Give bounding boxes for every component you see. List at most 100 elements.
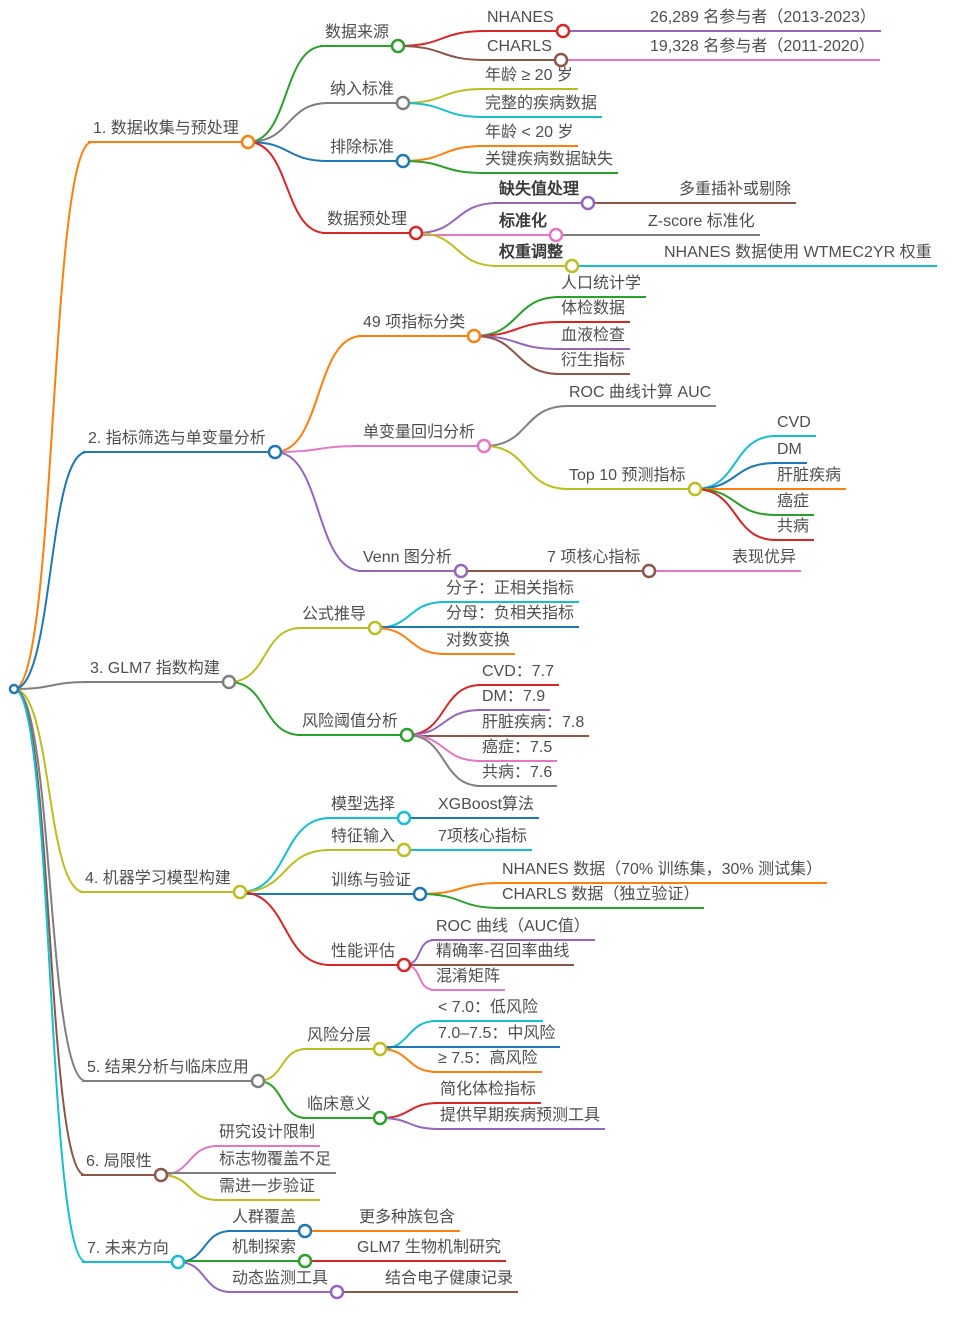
- mindmap-node-5-2-1[interactable]: 简化体检指标: [435, 1080, 542, 1104]
- mindmap-node-5-1[interactable]: 风险分层: [302, 1026, 377, 1050]
- mindmap-node-1-2[interactable]: 纳入标准: [325, 80, 400, 104]
- collapse-toggle-dot-7-3[interactable]: [329, 1284, 345, 1300]
- collapse-toggle-dot-1-4-2[interactable]: [548, 227, 564, 243]
- mindmap-node-6-2[interactable]: 标志物覆盖不足: [214, 1150, 337, 1174]
- mindmap-node-1-1[interactable]: 数据来源: [320, 23, 395, 47]
- mindmap-node-7-2-1[interactable]: GLM7 生物机制研究: [352, 1238, 507, 1262]
- mindmap-node-7-2[interactable]: 机制探索: [227, 1238, 302, 1262]
- collapse-toggle-dot-4-2[interactable]: [396, 842, 412, 858]
- collapse-toggle-dot-3[interactable]: [221, 674, 237, 690]
- collapse-toggle-dot-7[interactable]: [170, 1254, 186, 1270]
- collapse-toggle-dot-root[interactable]: [8, 683, 20, 695]
- mindmap-node-2-2-2-1[interactable]: CVD: [772, 413, 816, 437]
- collapse-toggle-dot-4[interactable]: [232, 884, 248, 900]
- mindmap-node-2-2-2-2[interactable]: DM: [772, 440, 807, 464]
- collapse-toggle-dot-4-1[interactable]: [396, 810, 412, 826]
- mindmap-node-3-1[interactable]: 公式推导: [297, 605, 372, 629]
- mindmap-node-1-1-2[interactable]: CHARLS: [482, 37, 557, 61]
- collapse-toggle-dot-1[interactable]: [240, 134, 256, 150]
- mindmap-node-2-3-1-1[interactable]: 表现优异: [727, 548, 802, 572]
- mindmap-node-2-2-2-3[interactable]: 肝脏疾病: [772, 466, 847, 490]
- mindmap-node-2-1[interactable]: 49 项指标分类: [358, 313, 471, 337]
- mindmap-node-2-2[interactable]: 单变量回归分析: [358, 423, 481, 447]
- mindmap-node-7-1[interactable]: 人群覆盖: [227, 1208, 302, 1232]
- collapse-toggle-dot-1-4[interactable]: [408, 225, 424, 241]
- collapse-toggle-dot-3-1[interactable]: [367, 620, 383, 636]
- mindmap-node-7-3[interactable]: 动态监测工具: [227, 1269, 334, 1293]
- mindmap-node-4-4[interactable]: 性能评估: [326, 942, 401, 966]
- collapse-toggle-dot-1-4-3[interactable]: [564, 258, 580, 274]
- mindmap-node-1-3-1[interactable]: 年龄 < 20 岁: [480, 123, 579, 147]
- mindmap-node-3-2-1[interactable]: CVD：7.7: [477, 662, 560, 686]
- collapse-toggle-dot-1-1-1[interactable]: [555, 23, 571, 39]
- mindmap-node-2-1-3[interactable]: 血液检查: [556, 326, 631, 350]
- mindmap-node-5-1-3[interactable]: ≥ 7.5：高风险: [433, 1049, 543, 1073]
- mindmap-node-2[interactable]: 2. 指标筛选与单变量分析: [83, 429, 271, 453]
- mindmap-node-6-1[interactable]: 研究设计限制: [214, 1123, 321, 1147]
- collapse-toggle-dot-7-2[interactable]: [297, 1253, 313, 1269]
- mindmap-node-1-1-1-1[interactable]: 26,289 名参与者（2013-2023）: [645, 8, 881, 32]
- mindmap-node-3-1-3[interactable]: 对数变换: [441, 631, 516, 655]
- mindmap-node-6[interactable]: 6. 局限性: [81, 1152, 157, 1176]
- mindmap-node-2-3[interactable]: Venn 图分析: [358, 548, 457, 572]
- collapse-toggle-dot-2-2[interactable]: [476, 438, 492, 454]
- mindmap-node-1-4[interactable]: 数据预处理: [322, 210, 413, 234]
- mindmap-node-6-3[interactable]: 需进一步验证: [214, 1177, 321, 1201]
- collapse-toggle-dot-6[interactable]: [153, 1167, 169, 1183]
- mindmap-node-2-3-1[interactable]: 7 项核心指标: [542, 548, 646, 572]
- mindmap-node-4-1-1[interactable]: XGBoost算法: [433, 795, 540, 819]
- mindmap-node-1-3[interactable]: 排除标准: [325, 138, 400, 162]
- mindmap-node-2-2-2-4[interactable]: 癌症: [772, 492, 815, 516]
- mindmap-node-4-3-2[interactable]: CHARLS 数据（独立验证）: [497, 885, 705, 909]
- collapse-toggle-dot-4-4[interactable]: [396, 957, 412, 973]
- mindmap-node-1-4-2-1[interactable]: Z-score 标准化: [643, 212, 760, 236]
- mindmap-node-1-4-3[interactable]: 权重调整: [494, 243, 569, 267]
- mindmap-node-5-1-2[interactable]: 7.0–7.5：中风险: [433, 1024, 561, 1048]
- mindmap-node-2-1-2[interactable]: 体检数据: [556, 299, 631, 323]
- collapse-toggle-dot-2-3[interactable]: [453, 563, 469, 579]
- mindmap-node-1[interactable]: 1. 数据收集与预处理: [88, 119, 244, 143]
- mindmap-node-2-1-1[interactable]: 人口统计学: [556, 274, 647, 298]
- collapse-toggle-dot-3-2[interactable]: [399, 727, 415, 743]
- collapse-toggle-dot-2[interactable]: [267, 444, 283, 460]
- mindmap-node-7-1-1[interactable]: 更多种族包含: [354, 1208, 461, 1232]
- mindmap-node-4-2-1[interactable]: 7项核心指标: [433, 827, 532, 851]
- mindmap-node-1-4-1[interactable]: 缺失值处理: [494, 180, 585, 204]
- collapse-toggle-dot-1-4-1[interactable]: [580, 195, 596, 211]
- mindmap-node-3-1-1[interactable]: 分子：正相关指标: [441, 579, 580, 603]
- collapse-toggle-dot-1-1-2[interactable]: [553, 52, 569, 68]
- mindmap-node-1-4-3-1[interactable]: NHANES 数据使用 WTMEC2YR 权重: [659, 243, 937, 267]
- mindmap-node-3-2-2[interactable]: DM：7.9: [477, 687, 551, 711]
- collapse-toggle-dot-2-2-2[interactable]: [687, 481, 703, 497]
- collapse-toggle-dot-4-3[interactable]: [412, 886, 428, 902]
- mindmap-node-3-2[interactable]: 风险阈值分析: [297, 712, 404, 736]
- mindmap-node-3-2-4[interactable]: 癌症：7.5: [477, 738, 558, 762]
- mindmap-node-7-3-1[interactable]: 结合电子健康记录: [380, 1269, 519, 1293]
- mindmap-node-4-2[interactable]: 特征输入: [326, 827, 401, 851]
- mindmap-node-1-4-2[interactable]: 标准化: [494, 212, 553, 236]
- mindmap-node-2-1-4[interactable]: 衍生指标: [556, 351, 631, 375]
- mindmap-node-1-2-2[interactable]: 完整的疾病数据: [480, 94, 603, 118]
- mindmap-node-1-4-1-1[interactable]: 多重插补或剔除: [674, 180, 797, 204]
- mindmap-node-3-2-5[interactable]: 共病：7.6: [477, 763, 558, 787]
- mindmap-node-4-4-3[interactable]: 混淆矩阵: [431, 967, 506, 991]
- mindmap-node-2-2-1[interactable]: ROC 曲线计算 AUC: [564, 383, 717, 407]
- collapse-toggle-dot-2-1[interactable]: [466, 328, 482, 344]
- mindmap-node-1-1-2-1[interactable]: 19,328 名参与者（2011-2020）: [645, 37, 880, 61]
- collapse-toggle-dot-1-2[interactable]: [395, 95, 411, 111]
- collapse-toggle-dot-5[interactable]: [250, 1073, 266, 1089]
- mindmap-node-4-4-1[interactable]: ROC 曲线（AUC值）: [431, 917, 595, 941]
- collapse-toggle-dot-5-2[interactable]: [372, 1110, 388, 1126]
- collapse-toggle-dot-7-1[interactable]: [297, 1223, 313, 1239]
- mindmap-node-1-1-1[interactable]: NHANES: [482, 8, 559, 32]
- mindmap-node-4-3-1[interactable]: NHANES 数据（70% 训练集，30% 测试集）: [497, 860, 828, 884]
- mindmap-node-4-4-2[interactable]: 精确率-召回率曲线: [431, 942, 575, 966]
- mindmap-node-3[interactable]: 3. GLM7 指数构建: [85, 659, 225, 683]
- mindmap-node-5-1-1[interactable]: < 7.0：低风险: [433, 998, 544, 1022]
- mindmap-node-1-3-2[interactable]: 关键疾病数据缺失: [480, 150, 619, 174]
- mindmap-node-5[interactable]: 5. 结果分析与临床应用: [82, 1058, 254, 1082]
- mindmap-node-3-1-2[interactable]: 分母：负相关指标: [441, 604, 580, 628]
- mindmap-node-7[interactable]: 7. 未来方向: [82, 1239, 174, 1263]
- collapse-toggle-dot-2-3-1[interactable]: [641, 563, 657, 579]
- mindmap-node-4-3[interactable]: 训练与验证: [326, 871, 417, 895]
